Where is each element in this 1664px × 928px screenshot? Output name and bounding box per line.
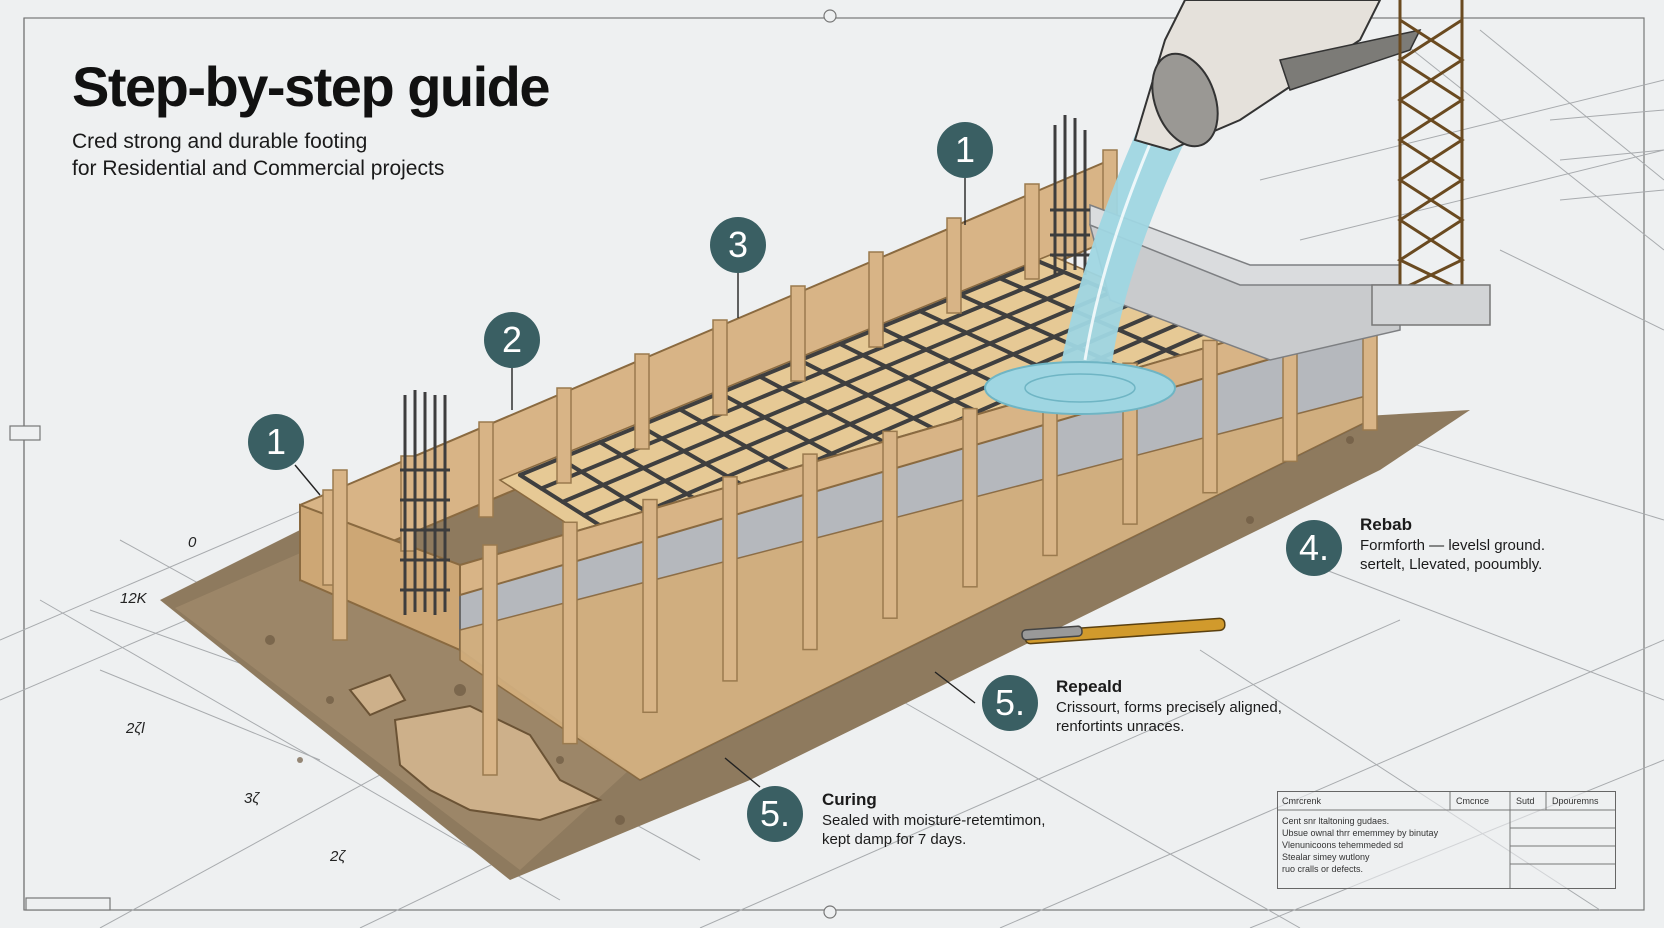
title-block-header: Cmrcrenk [1282, 796, 1322, 806]
step-text-line: Sealed with moisture-retemtimon, [822, 812, 1046, 829]
formwork-stake [642, 498, 658, 714]
step-text-line: Formforth — levelsl ground. [1360, 537, 1546, 554]
formwork-stake [556, 387, 572, 484]
rebar-cage-left [400, 390, 450, 615]
step-badge-5-upper: 5. [982, 675, 1038, 731]
formwork-stake [868, 251, 884, 348]
formwork-stakes [322, 149, 1378, 776]
subtitle-line-2: for Residential and Commercial projects [72, 157, 445, 180]
formwork-stake [790, 285, 806, 382]
formwork-stake [882, 430, 898, 619]
title-block-table: Cmrcrenk Cmcnce Sutd Dpouremns Cent snr … [1277, 791, 1616, 889]
subtitle-line-1: Cred strong and durable footing [72, 130, 368, 153]
concrete-pour [984, 100, 1200, 415]
leader-lines [294, 178, 976, 788]
formwork-stake [722, 476, 738, 682]
step-badge-3: 3 [710, 217, 766, 273]
step-badge-5-lower: 5. [747, 786, 803, 842]
step-badge-1: 1 [248, 414, 304, 470]
title-block-header: Sutd [1516, 796, 1535, 806]
step-heading: Rebab [1360, 515, 1412, 534]
title-block-header: Dpouremns [1552, 796, 1599, 806]
title-block-row: Stealar simey wutlony [1282, 852, 1370, 862]
title-block-row: Vlenunicoons tehemmeded sd [1282, 840, 1404, 850]
title-block-grid [1278, 792, 1615, 888]
title-block-row: Cent snr ltaltoning gudaes. [1282, 816, 1390, 826]
formwork-stake [1024, 183, 1040, 280]
step-text-line: renfortints unraces. [1056, 718, 1185, 735]
step-badge-4: 4. [1286, 520, 1342, 576]
rebar-cage-back [1050, 115, 1090, 275]
dimension-label: 3ζ [244, 790, 260, 807]
formwork-stake [712, 319, 728, 416]
step-note-rebab: Rebab Formforth — levelsl ground. sertel… [1360, 514, 1545, 574]
formwork-stake [946, 217, 962, 314]
formwork-stake [962, 407, 978, 588]
page-title: Step-by-step guide [72, 55, 551, 118]
dimension-label: 12K [120, 590, 147, 607]
step-badge-2: 2 [484, 312, 540, 368]
title-block-row: Ubsue ownal thrr ememmey by binutay [1282, 828, 1439, 838]
step-note-curing: Curing Sealed with moisture-retemtimon, … [822, 789, 1045, 849]
drawing-frame [9, 9, 1645, 919]
formwork-stake [634, 353, 650, 450]
formwork-stake [562, 521, 578, 745]
rebar-bar [560, 280, 1090, 504]
page-subtitle: Cred strong and durable footing for Resi… [72, 128, 444, 182]
formwork-stake [482, 544, 498, 776]
title-block-row: ruo cralls or defects. [1282, 864, 1364, 874]
step-heading: Curing [822, 790, 877, 809]
step-text-line: sertelt, Llevated, pooumbly. [1360, 556, 1543, 573]
formwork-stake [1202, 339, 1218, 494]
vibrator-tool [1021, 617, 1226, 645]
formwork-stake [332, 469, 348, 641]
crane-tower [1396, 0, 1466, 292]
step-text-line: Crissourt, forms precisely aligned, [1056, 699, 1282, 716]
rebar-bar [603, 300, 1138, 531]
title-block-header: Cmcnce [1456, 796, 1490, 806]
formwork-stake [802, 453, 818, 651]
concrete-chute [1133, 0, 1422, 152]
formwork-stake [478, 421, 494, 518]
rebar-bar [582, 290, 1114, 518]
dimension-label: 2ζ [330, 848, 346, 865]
step-heading: Repeald [1056, 677, 1123, 696]
dimension-label: 2ζl [126, 720, 145, 737]
dimension-label: 0 [188, 534, 197, 551]
step-text-line: kept damp for 7 days. [822, 831, 967, 848]
step-note-repeald: Repeald Crissourt, forms precisely align… [1056, 676, 1282, 736]
step-badge-1-top: 1 [937, 122, 993, 178]
